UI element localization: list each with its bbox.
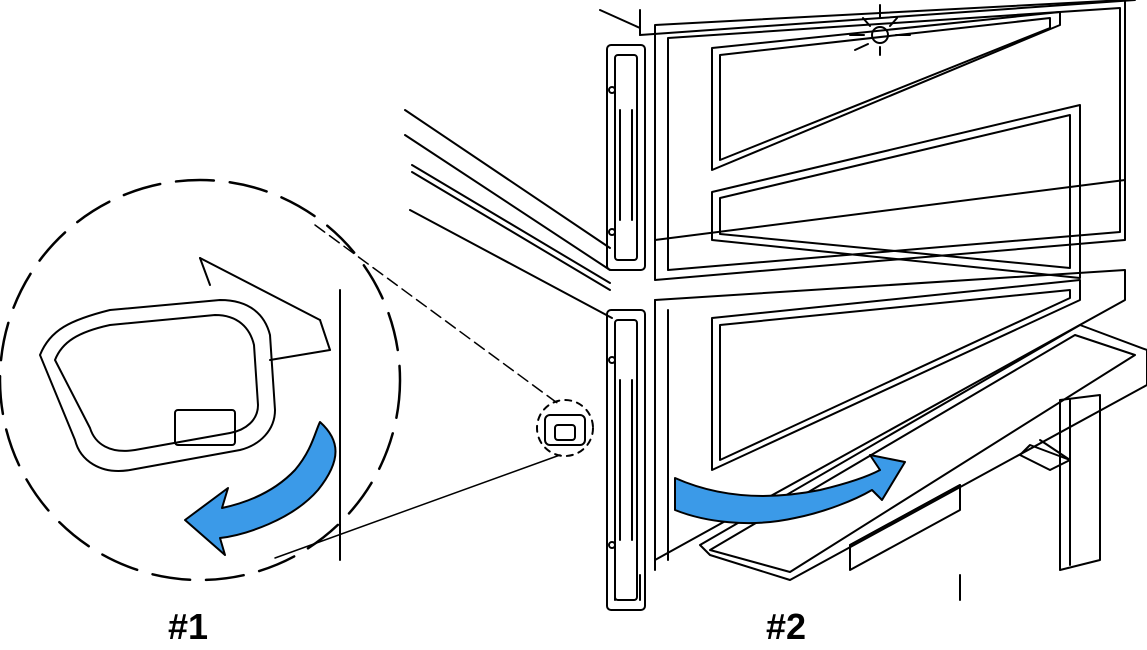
step-2-label: #2 — [766, 606, 807, 647]
oven-cabinet — [404, 0, 1136, 601]
rotate-arrow-icon-1 — [184, 421, 337, 556]
upper-oven-door — [654, 0, 1126, 281]
lower-oven-door — [654, 269, 1126, 571]
magnified-latch-view — [0, 178, 402, 582]
rotate-arrow-icon-2 — [674, 454, 906, 525]
burst-icon — [849, 4, 911, 56]
step-1-label: #1 — [168, 606, 209, 647]
lower-door-handle — [606, 309, 646, 611]
zoom-callout-lines — [274, 224, 561, 559]
upper-door-handle — [606, 44, 646, 271]
latch-knob-icon — [536, 399, 594, 457]
pull-out-tray — [699, 324, 1147, 581]
